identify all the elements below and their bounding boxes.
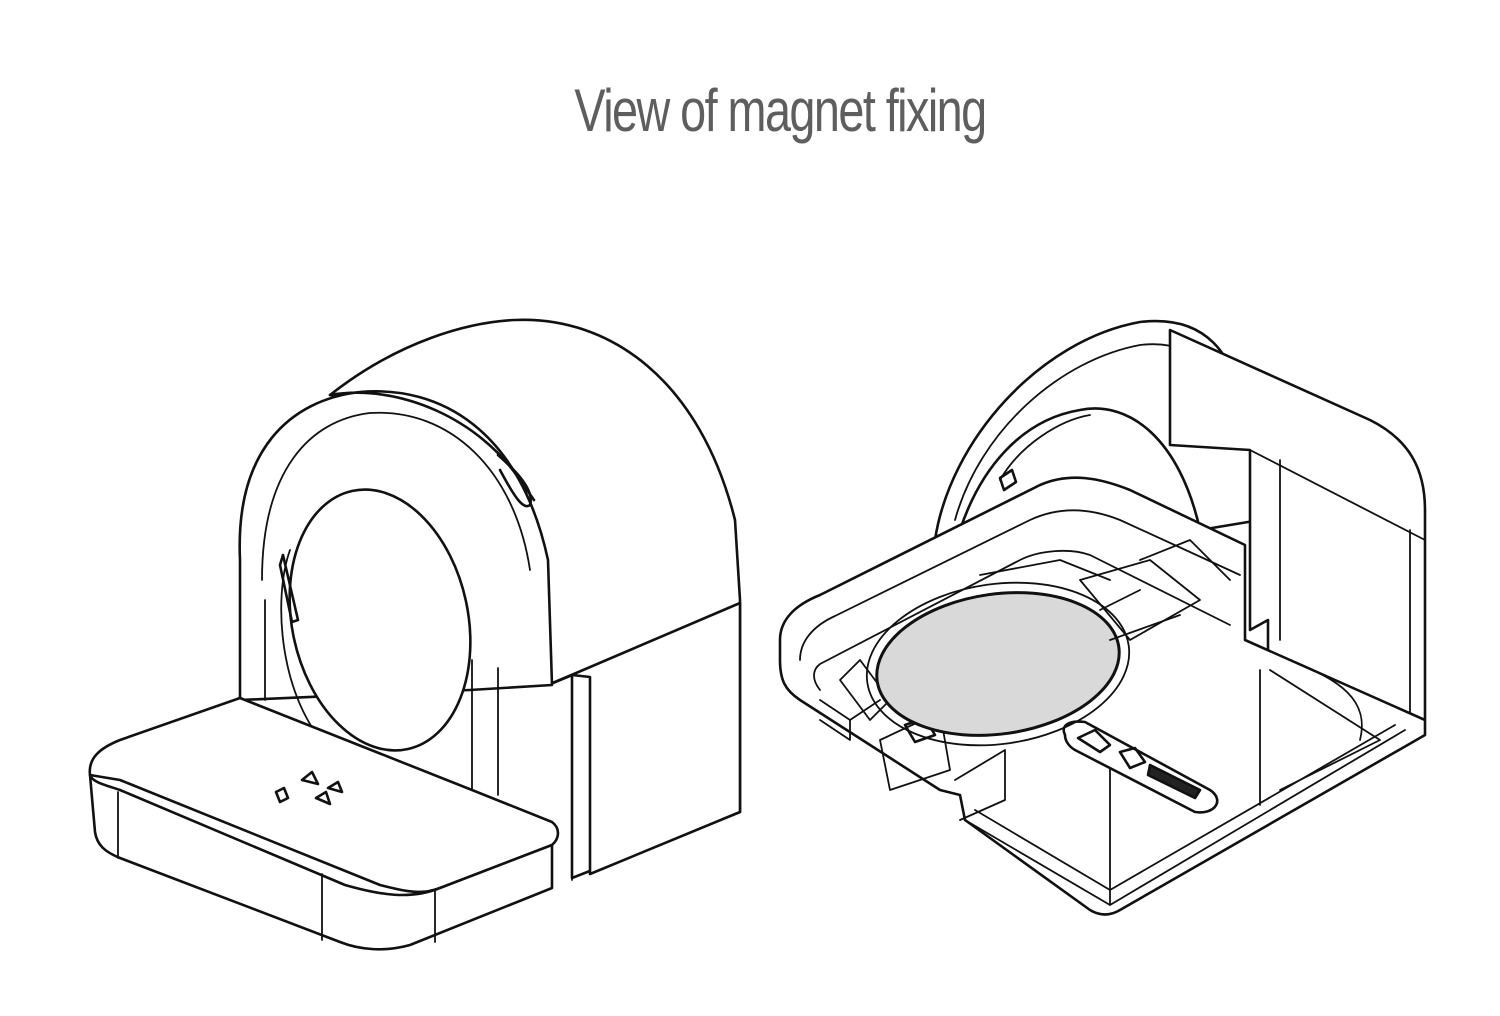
front-view-part [88,318,742,951]
front-base-edge [88,773,554,951]
front-circular-recess [288,488,472,752]
front-base-plate [88,696,560,894]
magnet-disc [875,591,1121,737]
underside-view-part [778,319,1427,916]
underside-right-block [1168,328,1427,802]
figure-title: View of magnet fixing [574,77,987,144]
underside-frame [778,476,1427,916]
